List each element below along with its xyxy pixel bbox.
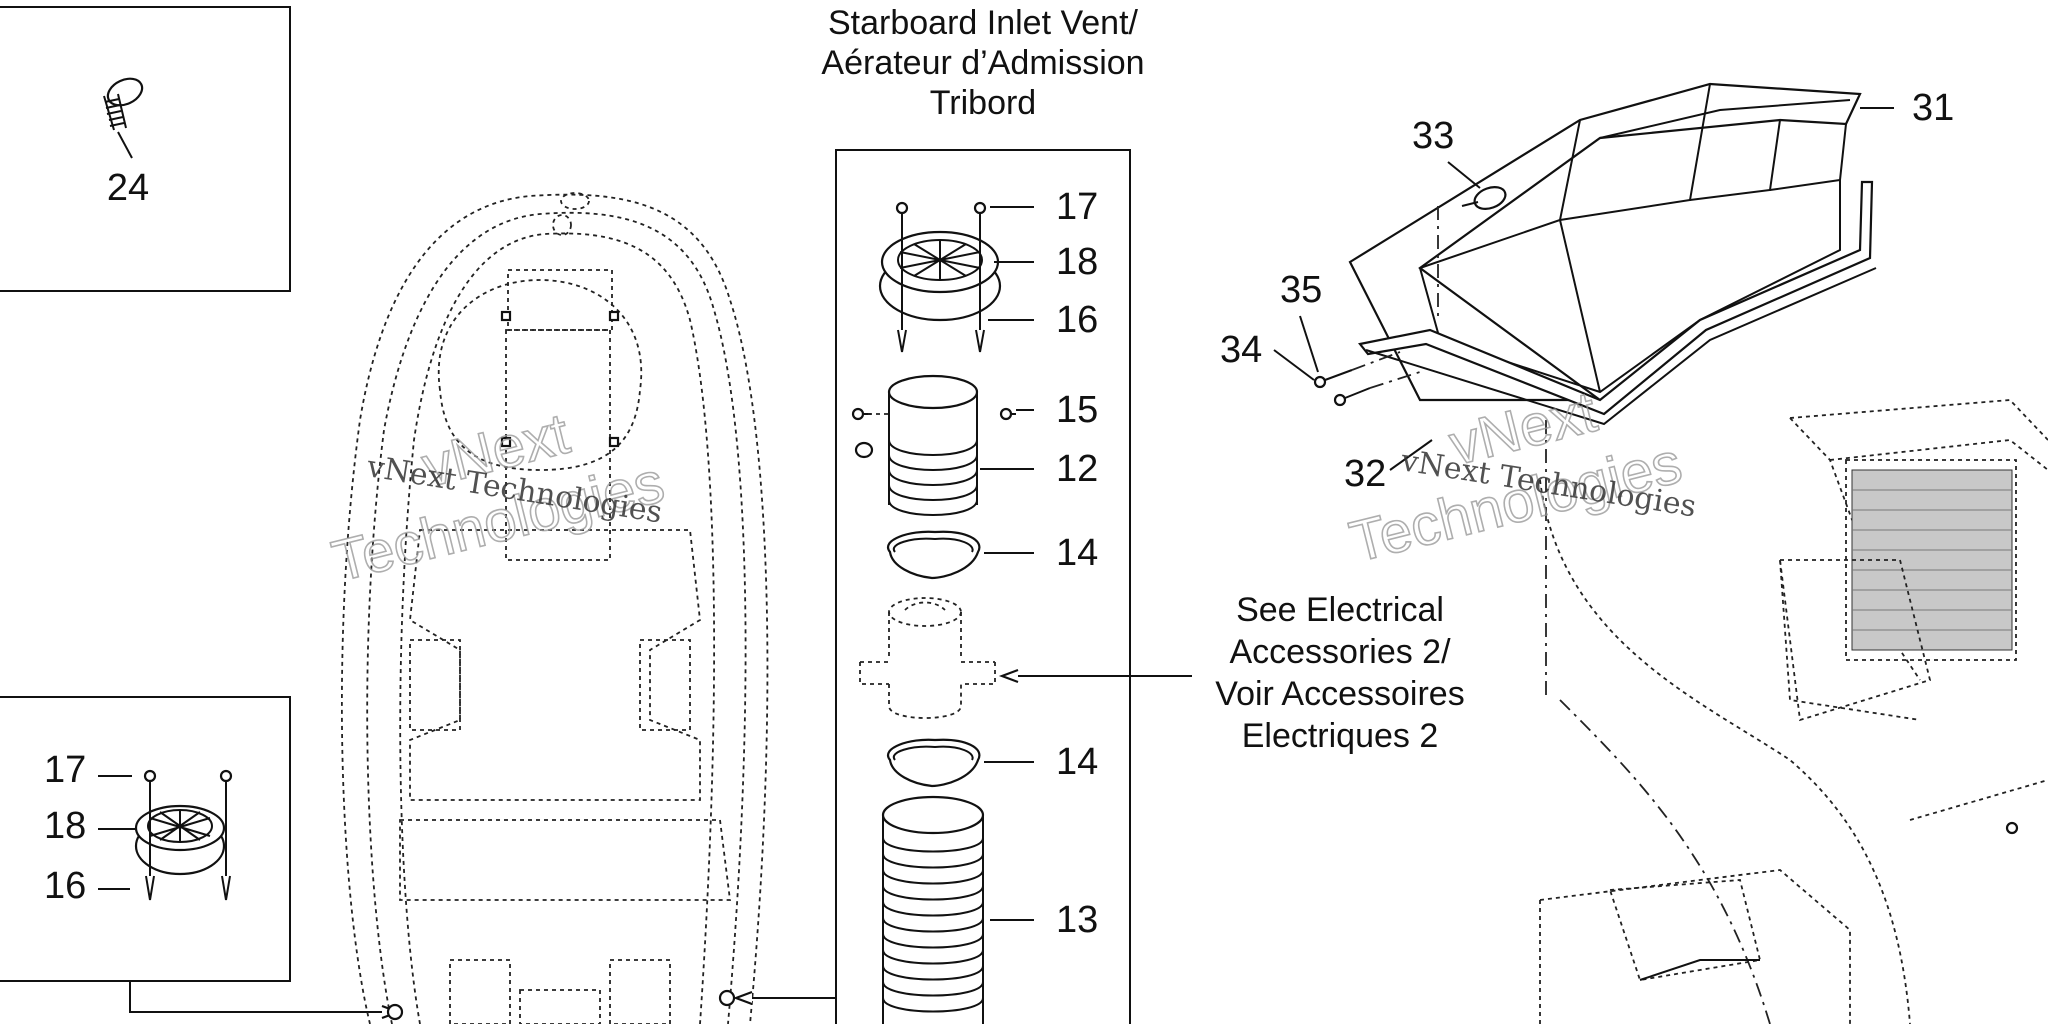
callout-18: 18 <box>1056 241 1098 283</box>
note-line4: Electriques 2 <box>1242 717 1439 755</box>
callout-15: 15 <box>1056 389 1098 431</box>
vent-title-line2: Aérateur d’Admission <box>821 44 1144 82</box>
detail-box-screw: 24 <box>0 6 291 292</box>
vent-title-line3: Tribord <box>930 84 1036 122</box>
callout-35: 35 <box>1280 269 1322 311</box>
callout-33: 33 <box>1412 115 1454 157</box>
vent-exploded-box: 17 18 16 15 12 14 <box>732 149 1192 1024</box>
bin-gasket-icon <box>1358 180 1877 426</box>
callout-16-left: 16 <box>44 865 86 907</box>
detail-box-vent: 17 18 16 <box>0 696 402 1020</box>
reference-note: See Electrical Accessories 2/ Voir Acces… <box>1215 591 1464 755</box>
callout-18-left: 18 <box>44 805 86 847</box>
callout-16: 16 <box>1056 299 1098 341</box>
bin-screws-34-35-icon <box>1313 351 1421 407</box>
bellows-hose-icon <box>881 795 985 1024</box>
vent-grill-icon <box>134 769 233 901</box>
vent-mount-right-icon <box>718 989 736 1007</box>
vent-grill-assembly-icon <box>878 201 1002 353</box>
callout-31: 31 <box>1912 87 1954 129</box>
vent-title: Starboard Inlet Vent/ Aérateur d’Admissi… <box>821 4 1144 122</box>
hull-outline <box>341 192 769 1024</box>
callout-34: 34 <box>1220 329 1262 371</box>
vent-mount-left-icon <box>386 1003 404 1021</box>
fan-motor-icon <box>859 597 996 719</box>
note-line3: Voir Accessoires <box>1215 675 1464 713</box>
note-line1: See Electrical <box>1236 591 1444 629</box>
screw-part-24-icon <box>103 77 144 131</box>
callout-17: 17 <box>1056 186 1098 228</box>
callout-13: 13 <box>1056 899 1098 941</box>
callout-24: 24 <box>107 167 149 209</box>
callout-17-left: 17 <box>44 749 86 791</box>
console-outline <box>1539 399 2048 1024</box>
vent-collar-bellows-icon <box>851 374 1016 516</box>
callout-14-bottom: 14 <box>1056 741 1098 783</box>
callout-12: 12 <box>1056 448 1098 490</box>
hose-clamp-bottom-icon <box>887 738 981 788</box>
vent-title-line1: Starboard Inlet Vent/ <box>828 4 1139 42</box>
storage-bin-assembly: 31 33 35 34 32 <box>1220 82 1954 700</box>
callout-32: 32 <box>1344 453 1386 495</box>
note-line2: Accessories 2/ <box>1229 633 1451 671</box>
callout-14-top: 14 <box>1056 532 1098 574</box>
hose-clamp-top-icon <box>887 530 981 580</box>
bin-fastener-33-icon <box>1437 186 1507 320</box>
storage-bin-icon <box>1348 82 1862 402</box>
